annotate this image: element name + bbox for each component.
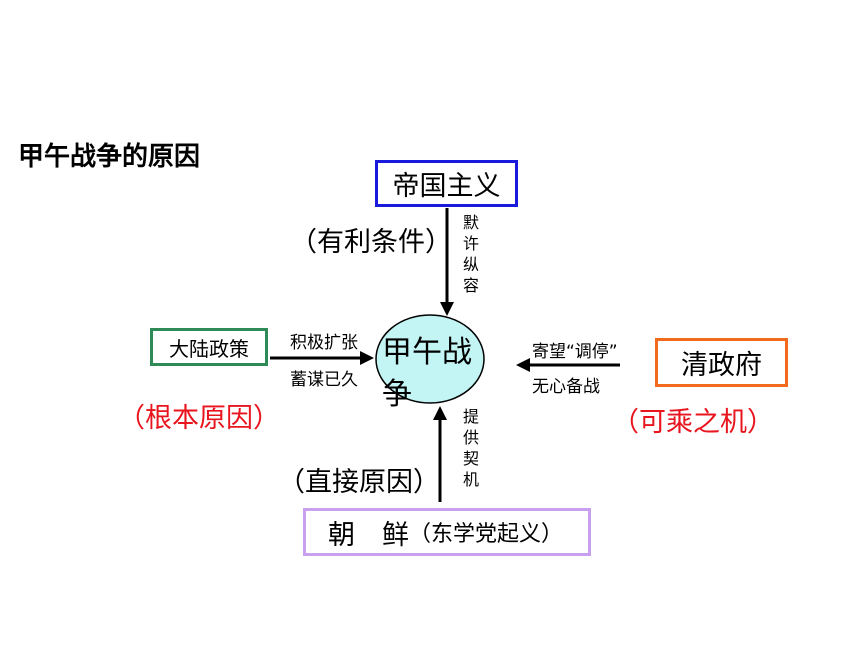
arrow-bottom <box>433 406 447 502</box>
node-korea-main: 朝 鲜 <box>328 519 409 551</box>
arrow-right <box>516 358 620 372</box>
node-korea-sub: （东学党起义） <box>409 522 564 547</box>
edge-label-right-2: 无心备战 <box>532 377 600 397</box>
node-continental-policy: 大陆政策 <box>150 328 268 366</box>
node-korea: 朝 鲜（东学党起义） <box>303 508 591 556</box>
note-direct-cause: （直接原因） <box>278 467 440 498</box>
node-qing-government: 清政府 <box>655 338 788 387</box>
center-ellipse <box>375 314 485 404</box>
edge-label-left-2: 蓄谋已久 <box>290 370 358 390</box>
edge-label-right-1: 寄望“调停” <box>532 342 618 362</box>
center-label: 甲午战争 <box>382 335 472 412</box>
edge-label-top: 默许纵容 <box>462 213 479 295</box>
arrow-top <box>440 208 454 316</box>
page-title: 甲午战争的原因 <box>18 142 201 172</box>
edge-label-bottom: 提供契机 <box>462 407 479 489</box>
note-favorable-condition: （有利条件） <box>290 227 452 258</box>
node-imperialism: 帝国主义 <box>375 160 518 207</box>
arrow-left <box>270 351 374 365</box>
edge-label-left-1: 积极扩张 <box>290 333 358 353</box>
note-opportunity: （可乘之机） <box>612 407 774 438</box>
note-fundamental-cause: （根本原因） <box>118 403 280 434</box>
